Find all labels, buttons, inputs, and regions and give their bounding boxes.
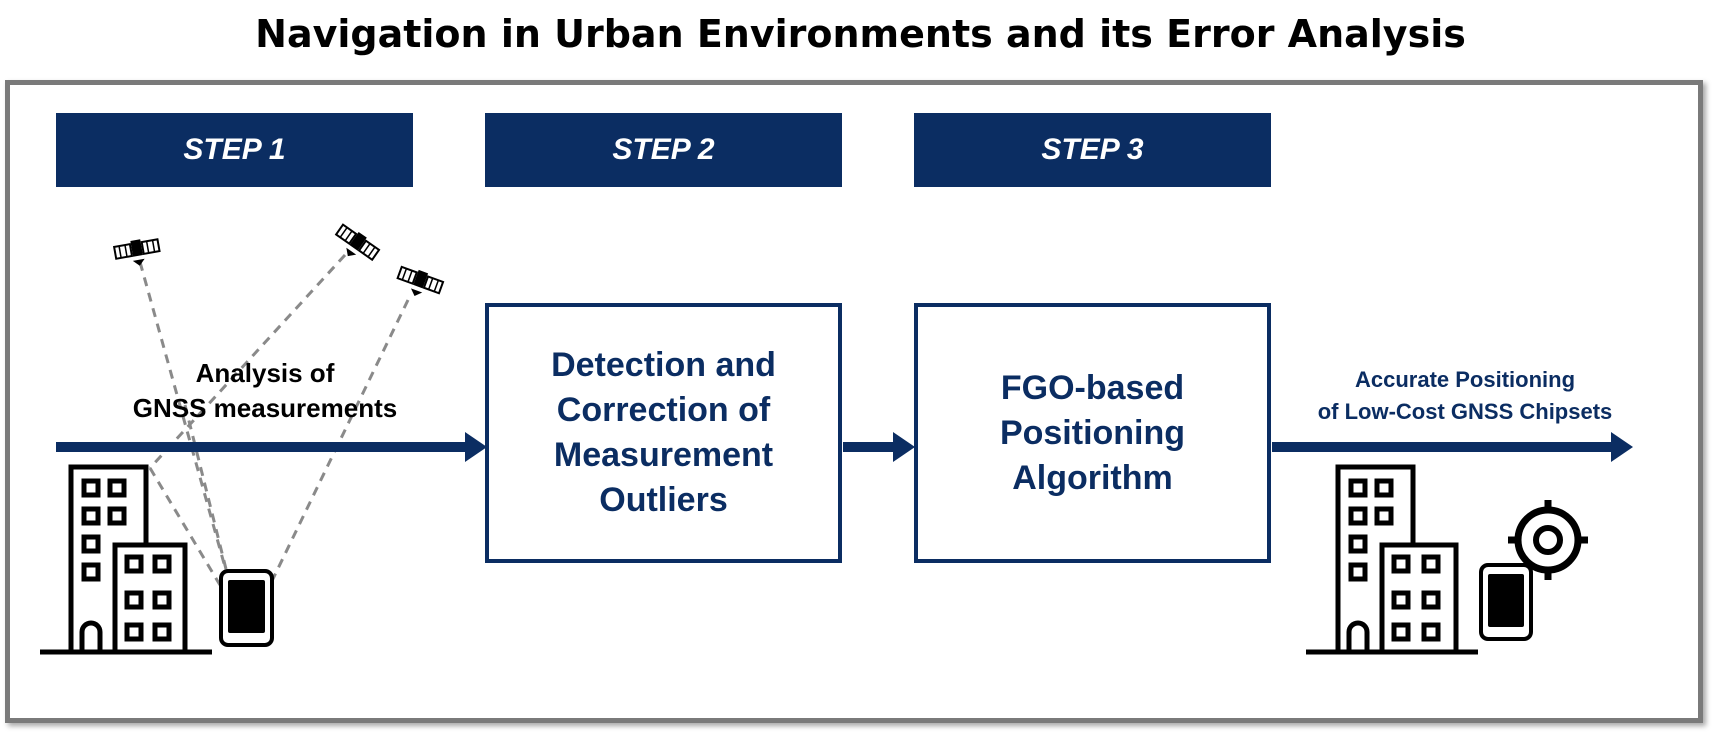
satellite-icon xyxy=(334,223,381,262)
step2-box: Detection and Correction of Measurement … xyxy=(485,303,842,563)
step2-text-line3: Measurement xyxy=(553,436,774,474)
step1-label: Analysis of GNSS measurements xyxy=(105,356,425,426)
smartphone-icon xyxy=(219,569,274,647)
satellite-icon xyxy=(112,238,161,266)
diagram-title: Navigation in Urban Environments and its… xyxy=(255,12,1466,56)
output-label-line2: of Low-Cost GNSS Chipsets xyxy=(1317,399,1613,424)
arrow-1-head xyxy=(465,432,487,462)
signal-lines xyxy=(138,253,410,586)
arrow-3-shaft xyxy=(1272,442,1615,452)
step2-text-line2: Correction of xyxy=(556,391,771,429)
step3-text-line2: Positioning xyxy=(999,413,1186,452)
arrow-2-shaft xyxy=(843,442,897,452)
satellite-icon xyxy=(396,265,445,297)
output-label-line1: Accurate Positioning xyxy=(1354,367,1576,392)
step2-text-line1: Detection and xyxy=(551,346,776,384)
output-label: Accurate Positioning of Low-Cost GNSS Ch… xyxy=(1285,364,1645,428)
arrow-3-head xyxy=(1611,432,1633,462)
step3-text-line1: FGO-based xyxy=(1000,368,1185,407)
flow-arrows xyxy=(56,432,1633,462)
step3-box: FGO-based Positioning Algorithm xyxy=(914,303,1271,563)
building-icon xyxy=(40,464,212,655)
step2-header: STEP 2 xyxy=(485,113,842,187)
step3-header: STEP 3 xyxy=(914,113,1271,187)
step2-text-line4: Outliers xyxy=(599,481,728,519)
arrow-1-shaft xyxy=(56,442,469,452)
step1-label-line2: GNSS measurements xyxy=(132,393,398,423)
smartphone-icon xyxy=(1479,563,1533,641)
arrow-2-head xyxy=(893,432,915,462)
step1-label-line1: Analysis of xyxy=(195,358,335,388)
step1-header: STEP 1 xyxy=(56,113,413,187)
building-icon xyxy=(1306,464,1478,655)
target-icon xyxy=(1508,500,1588,580)
step3-text-line3: Algorithm xyxy=(1012,458,1173,497)
